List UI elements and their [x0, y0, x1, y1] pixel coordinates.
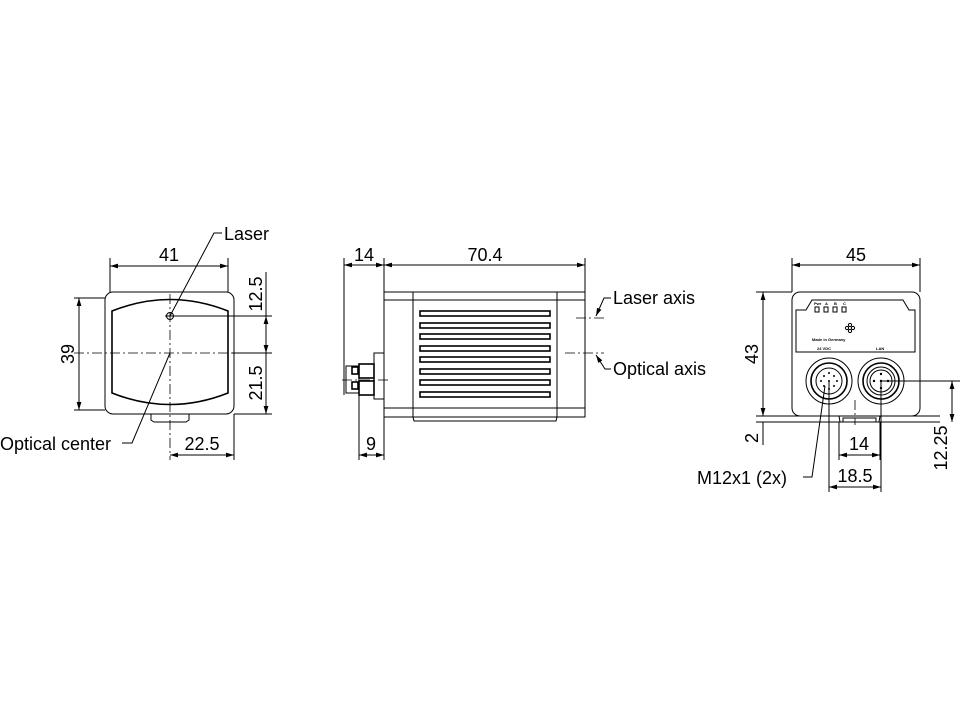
front-view: 41 39 12.5 21.5 22.5 Laser Optical cente… — [0, 224, 272, 460]
callout-laser: Laser — [224, 224, 269, 244]
cooling-fins — [419, 310, 551, 398]
made-in-label: Made in Germany — [812, 337, 846, 342]
rear-mount-foot — [838, 415, 881, 423]
side-view: 14 70.4 9 Laser axis Optical axis — [342, 245, 706, 460]
callout-optical-axis: Optical axis — [613, 359, 706, 379]
dim-optical-offset: 21.5 — [246, 365, 266, 400]
dim-connector-base: 9 — [366, 434, 376, 454]
dim-connector-spacing: 18.5 — [837, 466, 872, 486]
dim-optical-center-offset: 22.5 — [184, 434, 219, 454]
dim-rear-height: 43 — [742, 344, 762, 364]
optical-center-leader-line — [122, 352, 171, 444]
laser-leader-line — [169, 232, 222, 317]
dim-body-length: 70.4 — [467, 245, 502, 265]
led-label-pwr: Pwr — [814, 301, 822, 306]
power-connector-label: 24 VDC — [817, 346, 831, 351]
dim-rear-width: 45 — [846, 245, 866, 265]
led-label-c: C — [843, 301, 846, 306]
led-label-b: B — [834, 301, 837, 306]
side-mount-foot — [412, 416, 558, 422]
callout-optical-center: Optical center — [0, 434, 111, 454]
rear-housing-outline — [791, 291, 921, 417]
status-leds: Pwr A B C — [814, 301, 847, 313]
m12-leader-line — [803, 385, 826, 478]
side-connectors — [342, 352, 388, 400]
logo-icon — [844, 322, 856, 334]
callout-laser-axis: Laser axis — [613, 288, 695, 308]
dim-connector-length: 14 — [354, 245, 374, 265]
dim-laser-offset: 12.5 — [246, 276, 266, 311]
rear-view: Pwr A B C Made in Germany 24 VDC LAN — [697, 245, 960, 492]
rear-status-panel — [795, 299, 916, 353]
lan-connector-label: LAN — [876, 346, 884, 351]
dim-connector-height: 12.25 — [931, 425, 951, 470]
callout-m12-connector: M12x1 (2x) — [697, 468, 787, 488]
dim-front-width: 41 — [159, 245, 179, 265]
dim-foot-height: 2 — [742, 433, 762, 443]
front-lens-window — [111, 298, 229, 406]
dim-front-height: 39 — [58, 344, 78, 364]
dim-foot-width: 14 — [849, 434, 869, 454]
led-label-a: A — [825, 301, 828, 306]
